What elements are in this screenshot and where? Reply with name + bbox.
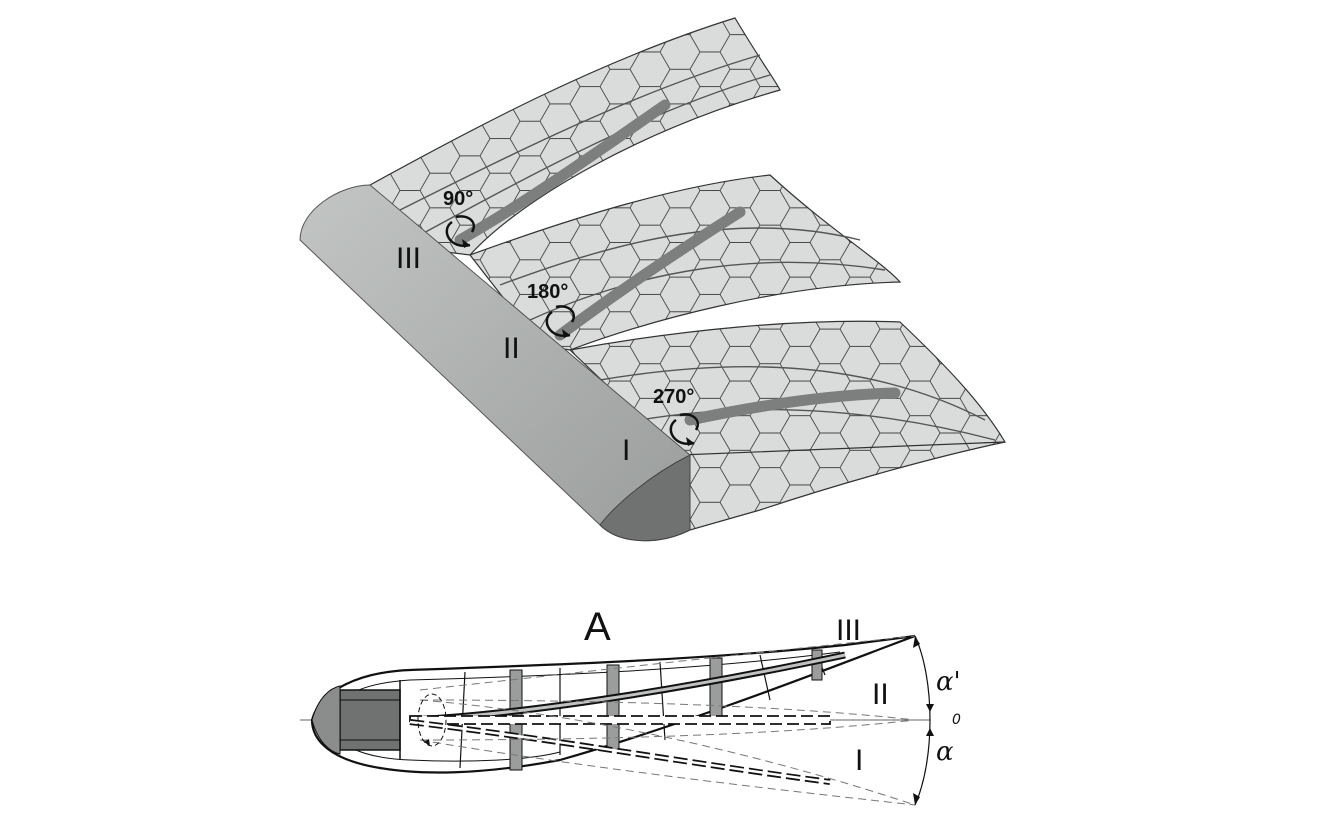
- alternate-positions: [419, 635, 916, 806]
- angle-label-lower: α: [936, 737, 954, 767]
- rotation-marker-ii: 180° II: [503, 281, 575, 365]
- section-label-iii: III: [396, 242, 421, 275]
- body-end-cap: [599, 454, 691, 542]
- panel-i: [568, 320, 1007, 471]
- panel-ii: [469, 174, 902, 351]
- angle-arc: [914, 635, 931, 806]
- rod-position-ii: [409, 715, 831, 725]
- wing-3d-view: 90° III 180° II 270° I: [299, 17, 1007, 542]
- section-label-ii: II: [503, 332, 520, 365]
- position-label-iii: III: [836, 614, 861, 647]
- section-view-a: A: [300, 605, 961, 806]
- spar-block: [339, 689, 401, 751]
- angle-label-upper: α': [936, 667, 961, 697]
- panel-iii: [369, 17, 781, 256]
- position-label-i: I: [855, 744, 863, 777]
- rod-i: [684, 387, 901, 426]
- rod-iii: [454, 99, 671, 246]
- origin-label: 0: [952, 712, 961, 728]
- rotation-label-ii: 180°: [527, 281, 568, 303]
- rotation-marker-i: 270° I: [622, 386, 699, 467]
- leading-edge-body: [299, 184, 691, 542]
- rod-ii: [554, 206, 746, 341]
- rotation-marker-iii: 90° III: [396, 188, 475, 275]
- section-label-i: I: [622, 434, 630, 467]
- rotation-indicator: [417, 693, 447, 747]
- section-title: A: [584, 605, 611, 649]
- rotation-label-i: 270°: [653, 386, 694, 408]
- rotation-label-iii: 90°: [443, 188, 473, 210]
- position-label-ii: II: [872, 678, 889, 711]
